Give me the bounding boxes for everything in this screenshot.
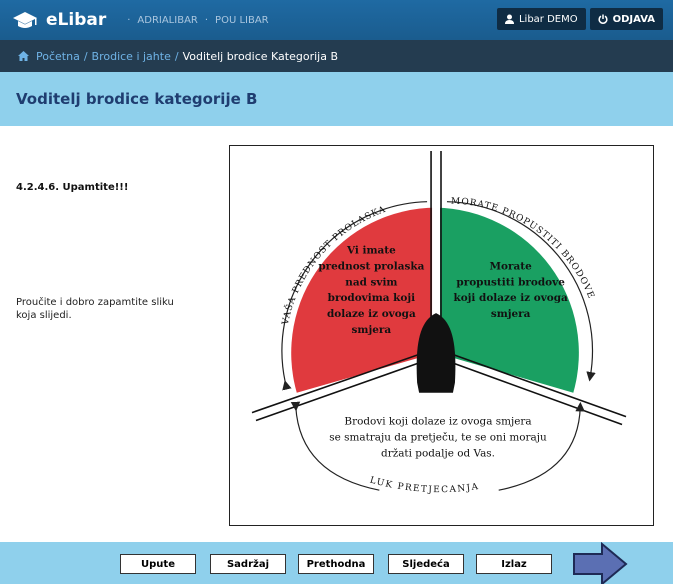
bottom-nav: Upute Sadržaj Prethodna Sljedeća Izlaz [0,542,673,584]
user-area: Libar DEMO ODJAVA [496,8,663,30]
graduation-cap-icon [13,12,37,28]
user-icon [504,14,514,24]
logout-label: ODJAVA [612,13,655,25]
arc-bottom-label: LUK PRETJECANJA [369,475,481,495]
instruction-text: Proučite i dobro zapamtite sliku koja sl… [16,297,174,321]
logout-button[interactable]: ODJAVA [589,8,663,30]
brand[interactable]: eLibar [12,10,106,30]
red-text-line: dolaze iz ovoga [327,308,416,320]
bottom-text-line: Brodovi koji dolaze iz ovoga smjera [344,416,531,428]
green-sector [436,207,579,393]
red-text-line: smjera [352,324,392,336]
nav-separator: · [204,14,209,26]
red-sector [291,207,437,393]
breadcrumb-separator: / [174,49,179,63]
green-text-line: Morate [490,260,533,272]
user-button[interactable]: Libar DEMO [496,8,586,30]
right-of-way-diagram: VAŠA PREDNOST PROLASKA MORATE PROPUSTITI… [251,150,627,495]
sadrzaj-button[interactable]: Sadržaj [210,554,286,574]
home-icon[interactable] [18,51,29,61]
red-text-line: brodovima koji [328,292,415,304]
sljedeca-button[interactable]: Sljedeća [388,554,464,574]
nav-separator: · [127,14,131,26]
izlaz-button[interactable]: Izlaz [476,554,552,574]
lesson-content: 4.2.4.6. Upamtite!!! Proučite i dobro za… [0,126,673,542]
prethodna-button[interactable]: Prethodna [298,554,374,574]
breadcrumb-separator: / [83,49,88,63]
red-text-line: Vi imate [346,244,396,256]
next-arrow-icon[interactable] [572,542,628,584]
breadcrumb-link-brodice[interactable]: Brodice i jahte [91,49,171,63]
right-of-way-figure: VAŠA PREDNOST PROLASKA MORATE PROPUSTITI… [229,145,654,526]
section-heading: 4.2.4.6. Upamtite!!! [16,182,129,193]
top-bar: eLibar · ADRIALIBAR · POU LIBAR Libar DE… [0,0,673,40]
bottom-text-line: se smatraju da pretječu, te se oni moraj… [329,430,547,443]
upute-button[interactable]: Upute [120,554,196,574]
red-text-line: prednost prolaska [318,260,424,272]
red-text-line: nad svim [345,276,397,288]
nav-link-adrialibar[interactable]: ADRIALIBAR [137,14,198,26]
green-text-line: propustiti brodove [456,276,565,288]
user-name: Libar DEMO [518,13,578,25]
breadcrumb-current: Voditelj brodice Kategorija B [182,49,339,63]
breadcrumb-link-pocetna[interactable]: Početna [36,49,80,63]
breadcrumb: Početna / Brodice i jahte / Voditelj bro… [0,40,673,72]
top-nav: · ADRIALIBAR · POU LIBAR [120,15,268,26]
brand-name: eLibar [46,10,107,30]
title-band: Voditelj brodice kategorije B [0,72,673,126]
page-title: Voditelj brodice kategorije B [16,90,258,108]
nav-link-pou-libar[interactable]: POU LIBAR [215,14,269,26]
boat-silhouette [416,313,456,393]
green-text-line: koji dolaze iz ovoga [453,292,568,304]
bottom-text-line: držati podalje od Vas. [381,447,495,459]
green-text-line: smjera [491,308,531,320]
power-icon [598,14,608,24]
